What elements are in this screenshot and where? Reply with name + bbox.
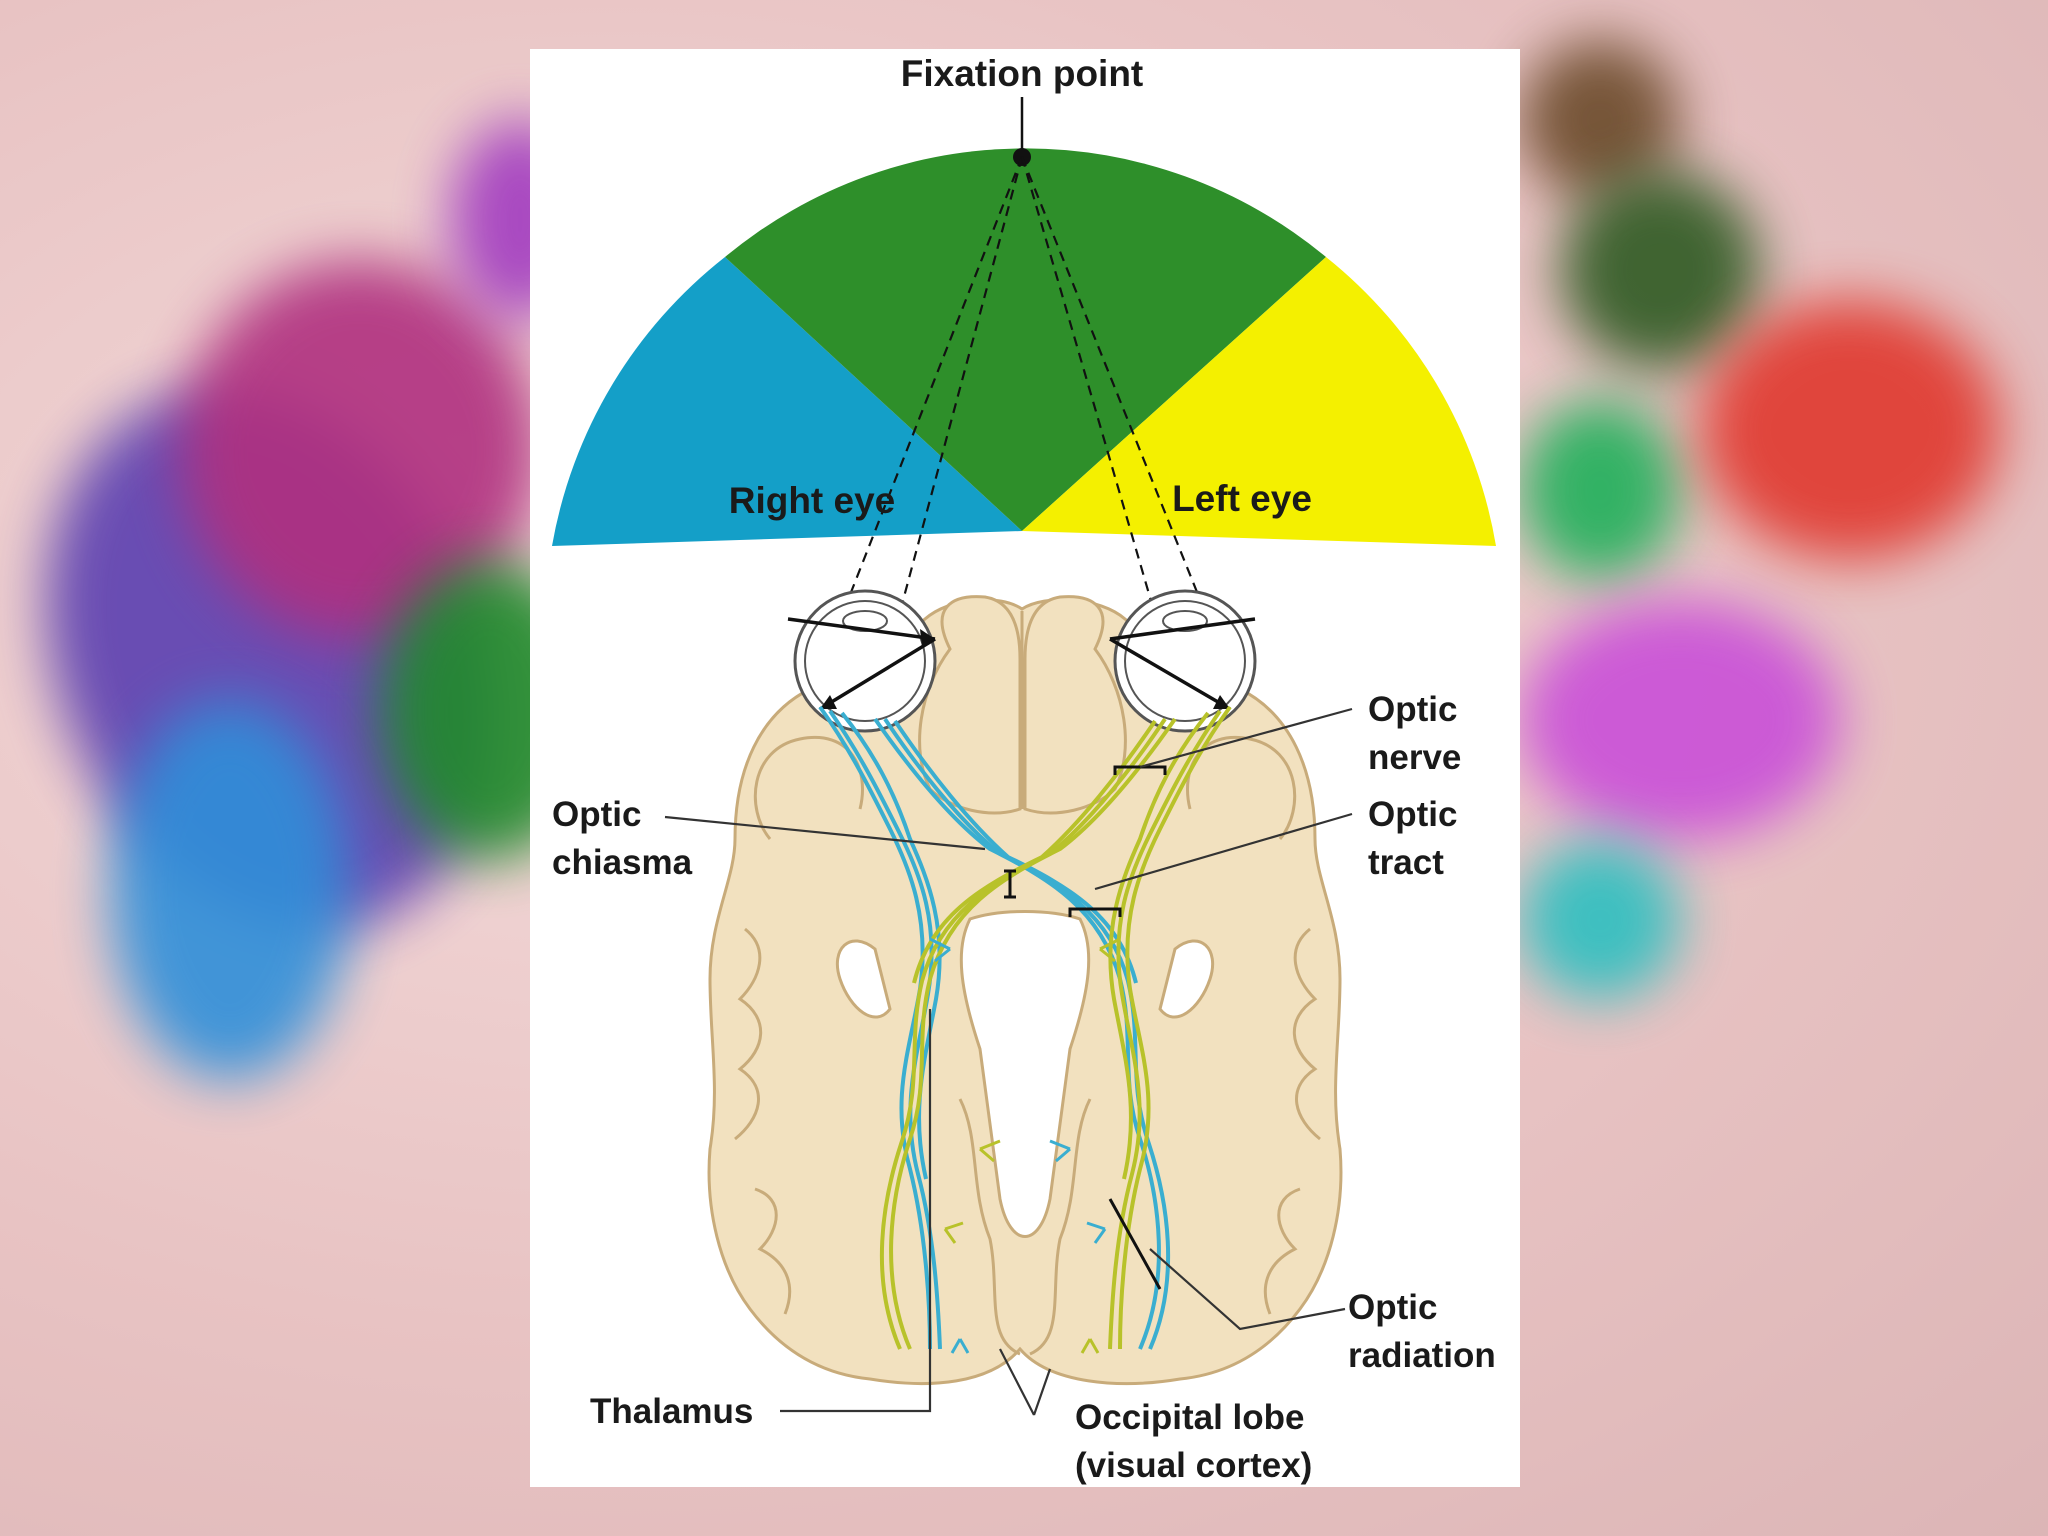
background-blob (1560, 170, 1760, 370)
thalamus-label: Thalamus (590, 1392, 753, 1431)
occipital-lobe-label-1: Occipital lobe (1075, 1398, 1305, 1437)
visual-pathway-diagram: Fixation point Right eye Left eye Optic … (552, 53, 1496, 1485)
background-blob (110, 700, 350, 1080)
optic-tract-label-2: tract (1368, 843, 1444, 882)
fixation-point-label: Fixation point (901, 53, 1144, 94)
optic-nerve-label-1: Optic (1368, 690, 1457, 729)
right-eye-field (552, 257, 1022, 546)
background-blob (1520, 400, 1680, 580)
inner-white-area (959, 910, 1091, 1238)
background-blob (1520, 600, 1840, 840)
optic-nerve-label-2: nerve (1368, 738, 1461, 777)
arrowheads (820, 629, 1230, 709)
brain (707, 595, 1343, 1386)
background-blob (1520, 840, 1680, 1000)
inner-white-right (1158, 939, 1215, 1019)
leader-lines (664, 707, 1353, 1416)
optic-chiasma-label-2: chiasma (552, 843, 693, 882)
diagram-panel: Fixation point Right eye Left eye Optic … (530, 49, 1520, 1487)
left-eye-field (1022, 257, 1496, 546)
optic-tract-label-1: Optic (1368, 795, 1457, 834)
cortical-folds (734, 927, 1321, 1356)
background-blob (1700, 300, 2000, 560)
optic-chiasma-label-1: Optic (552, 795, 641, 834)
retinal-arrows (787, 617, 1256, 711)
structure-brackets (1004, 765, 1167, 1290)
frontal-lobe-right (918, 595, 1022, 815)
right-eye-label: Right eye (729, 480, 896, 521)
visual-field (552, 148, 1496, 546)
optic-radiation-label-2: radiation (1348, 1336, 1496, 1375)
synapse-branches-yellow (943, 937, 1121, 1354)
inner-white-left (835, 939, 892, 1019)
left-eye-label: Left eye (1172, 478, 1312, 519)
frontal-lobe-left (1023, 595, 1127, 815)
left-eyeball (1113, 589, 1257, 733)
synapse-branches-blue (929, 937, 1107, 1354)
optic-radiation-label-1: Optic (1348, 1288, 1437, 1327)
right-eyeball (793, 589, 937, 733)
binocular-field (725, 148, 1326, 531)
occipital-lobe-label-2: (visual cortex) (1075, 1446, 1312, 1485)
